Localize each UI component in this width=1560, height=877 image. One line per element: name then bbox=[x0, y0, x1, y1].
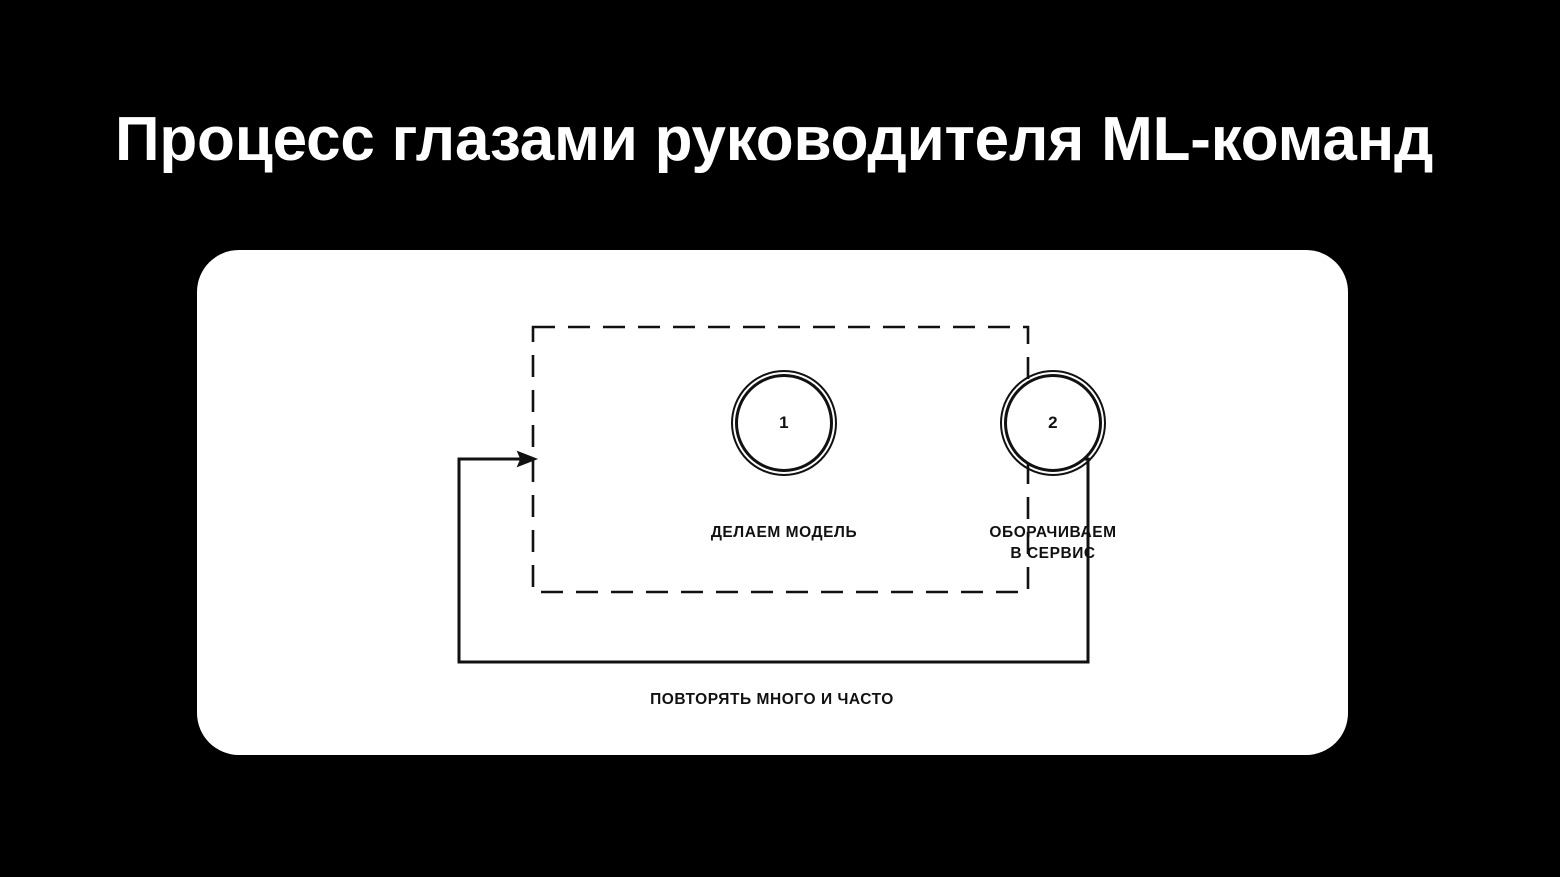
process-step-1[interactable]: 1 bbox=[731, 370, 837, 476]
step-ring-outer bbox=[731, 370, 837, 476]
step-ring-outer bbox=[1000, 370, 1106, 476]
step-2-label: Оборачиваем в сервис bbox=[989, 524, 1117, 562]
diagram-vector-layer bbox=[457, 325, 1090, 664]
step-number: 1 bbox=[779, 413, 789, 432]
step-number: 2 bbox=[1048, 413, 1058, 432]
diagram-card: 1 2 Делаем модель Оборачиваем в сервис П… bbox=[197, 250, 1348, 755]
step-ring-inner bbox=[1004, 374, 1102, 472]
step-ring-inner bbox=[735, 374, 833, 472]
page-title: Процесс глазами руководителя ML-команд bbox=[115, 104, 1434, 174]
loop-caption: Повторять много и часто bbox=[650, 691, 894, 708]
feedback-loop-arrowhead-icon bbox=[516, 450, 539, 468]
step-1-label: Делаем модель bbox=[710, 524, 858, 541]
dashed-group-box bbox=[531, 325, 1030, 594]
process-step-2[interactable]: 2 bbox=[1000, 370, 1106, 476]
